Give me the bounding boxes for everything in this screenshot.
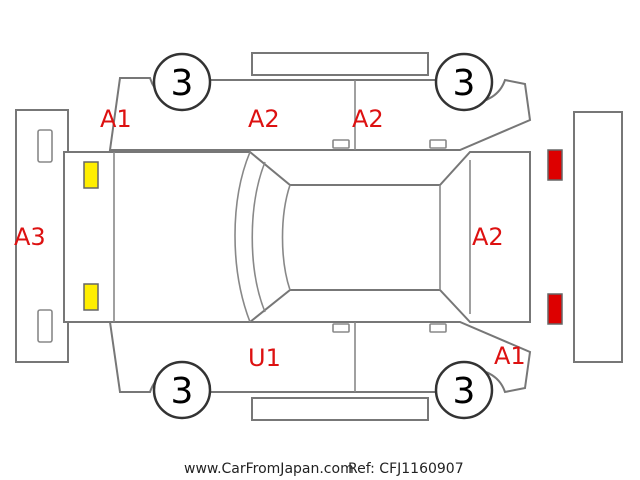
front-light-bottom — [83, 283, 99, 311]
wheel-front-right: 3 — [152, 360, 212, 420]
damage-code-right-rear-fender: A1 — [494, 342, 526, 370]
footer-website: www.CarFromJapan.com — [184, 461, 354, 477]
wheel-rear-right-rating: 3 — [453, 371, 476, 412]
wheel-rear-left: 3 — [434, 52, 494, 112]
damage-code-windshield: U1 — [248, 344, 281, 372]
rear-light-bottom — [547, 293, 563, 325]
wheel-rear-left-rating: 3 — [453, 63, 476, 104]
top-view-body — [63, 151, 531, 323]
rear-bumper — [573, 111, 623, 363]
damage-code-front-bumper: A3 — [14, 223, 46, 251]
footer-reference: Ref: CFJ1160907 — [348, 461, 464, 477]
wheel-rear-right: 3 — [434, 360, 494, 420]
wheel-front-left-rating: 3 — [171, 63, 194, 104]
wheel-front-right-rating: 3 — [171, 371, 194, 412]
damage-code-roof-front-left: A2 — [248, 105, 280, 133]
damage-code-rear-hatch: A2 — [472, 223, 504, 251]
wheel-front-left: 3 — [152, 52, 212, 112]
rear-light-top — [547, 149, 563, 181]
front-bumper — [15, 109, 69, 363]
front-light-top — [83, 161, 99, 189]
damage-code-left-front-fender: A1 — [100, 105, 132, 133]
damage-code-roof-rear-left: A2 — [352, 105, 384, 133]
